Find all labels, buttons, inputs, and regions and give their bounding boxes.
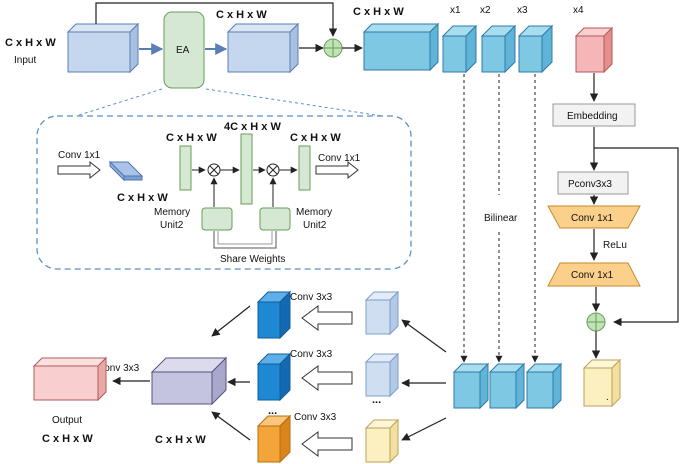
ea-memory-bar-3 [298,145,311,191]
ea-memory-unit-2-line2: Unit2 [303,220,327,231]
x3-block [517,24,554,74]
x1-label: x1 [450,5,461,16]
embedding-box [552,103,636,127]
output-label: Output [52,415,82,426]
bottom-blue-block-3 [525,362,563,410]
pconv-label: Pconv3x3 [568,179,612,190]
bottom-blue-block-1 [452,362,490,410]
ea-input-dims-label: C x H x W [117,192,168,204]
ea-output-dims-label: C x H x W [216,9,267,21]
ea-block [163,11,205,89]
orange-block [256,414,292,464]
share-weights-label: Share Weights [220,254,285,265]
zoom-line-left [75,88,163,117]
ea-mem2-dims-label: C x H x W [290,132,341,144]
ea-memory-bar-2 [240,133,253,205]
light-yellow-block [364,418,400,464]
dark-blue-block-1 [256,290,292,340]
fused-dims-label: C x H x W [353,6,404,18]
fused-block [362,22,440,72]
ea-conv-out-label: Conv 1x1 [318,153,361,164]
pconv-box [557,171,629,195]
ea-multiply-2 [266,163,280,177]
output-block [32,356,108,402]
ea-detail-box [36,115,412,270]
ellipsis-right: ... [372,394,381,406]
share-weights-connector-inner [217,231,273,245]
output-dims-label: C x H x W [42,433,93,445]
hollow-arrow-1 [301,305,353,331]
ea-memory-unit-1 [201,207,233,231]
dark-blue-block-2 [256,352,292,402]
x3-label: x3 [517,5,528,16]
share-weights-connector-outer [213,231,277,249]
ea-mem1-dims-label: C x H x W [166,132,217,144]
add-circle-right [586,312,606,332]
arrow-to-merge-1 [211,305,251,337]
merge-dims-label: C x H x W [155,434,206,446]
ea-memory-bar-1 [179,145,192,191]
ea-output-block [226,22,300,74]
conv1x1-a-trapezoid [547,205,641,229]
arrow-group-to-light-1 [401,319,447,353]
x4-block [574,26,614,74]
bilinear-label: Bilinear [484,213,518,224]
light-blue-block-2 [364,352,400,398]
ea-conv-out-arrow [315,160,359,180]
arrow-group-to-light-3 [401,417,447,441]
hollow-arrow-3 [301,431,353,457]
conv3x3-label-2: Conv 3x3 [290,349,333,360]
ellipsis-mid: ... [268,405,277,417]
input-label: Input [14,55,36,66]
arrow-to-merge-3 [211,411,251,441]
skip-connection [95,2,338,37]
hollow-arrow-2 [301,365,353,391]
x2-block [480,24,517,74]
small-block-mark: . [606,392,609,403]
x4-label: x4 [573,5,584,16]
conv1x1-b-label: Conv 1x1 [571,270,614,281]
ea-multiply-1 [207,163,221,177]
yellow-small-block [582,358,622,408]
ea-label: EA [176,45,190,56]
add-circle-top [323,38,343,58]
relu-label: ReLu [603,240,627,251]
ea-memory-unit-1-line2: Unit2 [160,220,184,231]
ea-memory-unit-2 [259,207,291,231]
conv1x1-a-label: Conv 1x1 [571,213,614,224]
x2-label: x2 [480,5,491,16]
light-blue-block-1 [364,290,400,336]
output-conv-label: Conv 3x3 [97,363,140,374]
conv1x1-b-trapezoid [547,262,641,287]
ea-conv-in-arrow [57,160,101,180]
zoom-line-right [205,88,383,117]
embedding-skip-connection [593,127,679,327]
conv3x3-label-1: Conv 3x3 [290,292,333,303]
conv3x3-label-3: Conv 3x3 [294,412,337,423]
merge-block [150,356,228,406]
ea-memory-unit-2-line1: Memory [296,207,332,218]
ea-input-tile [108,160,144,182]
ea-mid-dims-label: 4C x H x W [224,121,281,133]
input-dims-label: C x H x W [5,37,56,49]
ea-memory-unit-1-line1: Memory [154,207,190,218]
x1-block [441,24,478,74]
embedding-label: Embedding [567,111,618,122]
input-block [66,22,140,74]
bottom-blue-block-2 [488,362,526,410]
ea-conv-in-label: Conv 1x1 [58,150,101,161]
